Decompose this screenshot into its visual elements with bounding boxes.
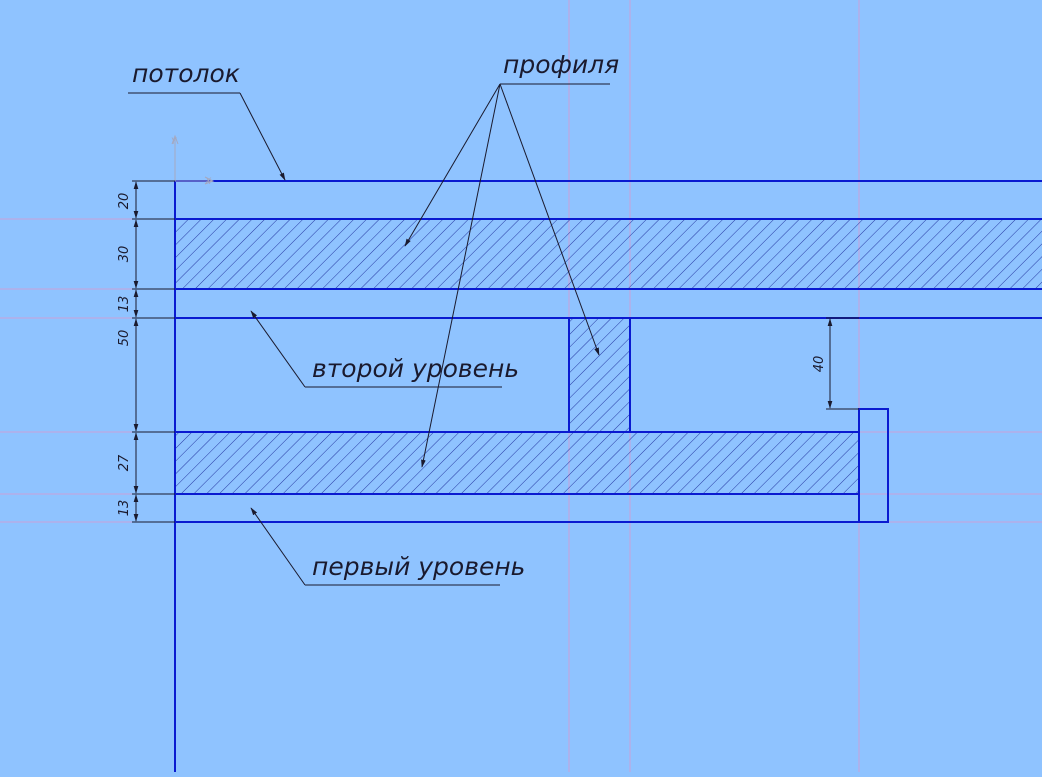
label-profiles: профиля — [503, 50, 619, 79]
dimension-13-upper: 13 — [117, 296, 132, 313]
leader-lines — [128, 83, 610, 586]
dimension-40-lines — [826, 317, 859, 410]
dimension-40: 40 — [812, 356, 827, 373]
coordinate-origin-icon: X Y — [171, 134, 215, 187]
label-first-level: первый уровень — [312, 552, 525, 581]
profile-upper — [174, 218, 1042, 290]
dimension-30: 30 — [117, 246, 132, 263]
profile-vertical — [568, 317, 631, 433]
structure-outline — [174, 180, 1042, 772]
profile-lower — [174, 431, 860, 495]
svg-text:X: X — [204, 177, 212, 187]
dimension-13-lower: 13 — [117, 500, 132, 517]
dimension-20: 20 — [117, 193, 132, 210]
svg-text:Y: Y — [171, 137, 178, 147]
label-second-level: второй уровень — [312, 354, 519, 383]
dimension-chain-left — [132, 180, 175, 523]
dimension-50: 50 — [117, 330, 132, 347]
label-ceiling: потолок — [132, 59, 240, 88]
dimension-27: 27 — [117, 454, 132, 471]
